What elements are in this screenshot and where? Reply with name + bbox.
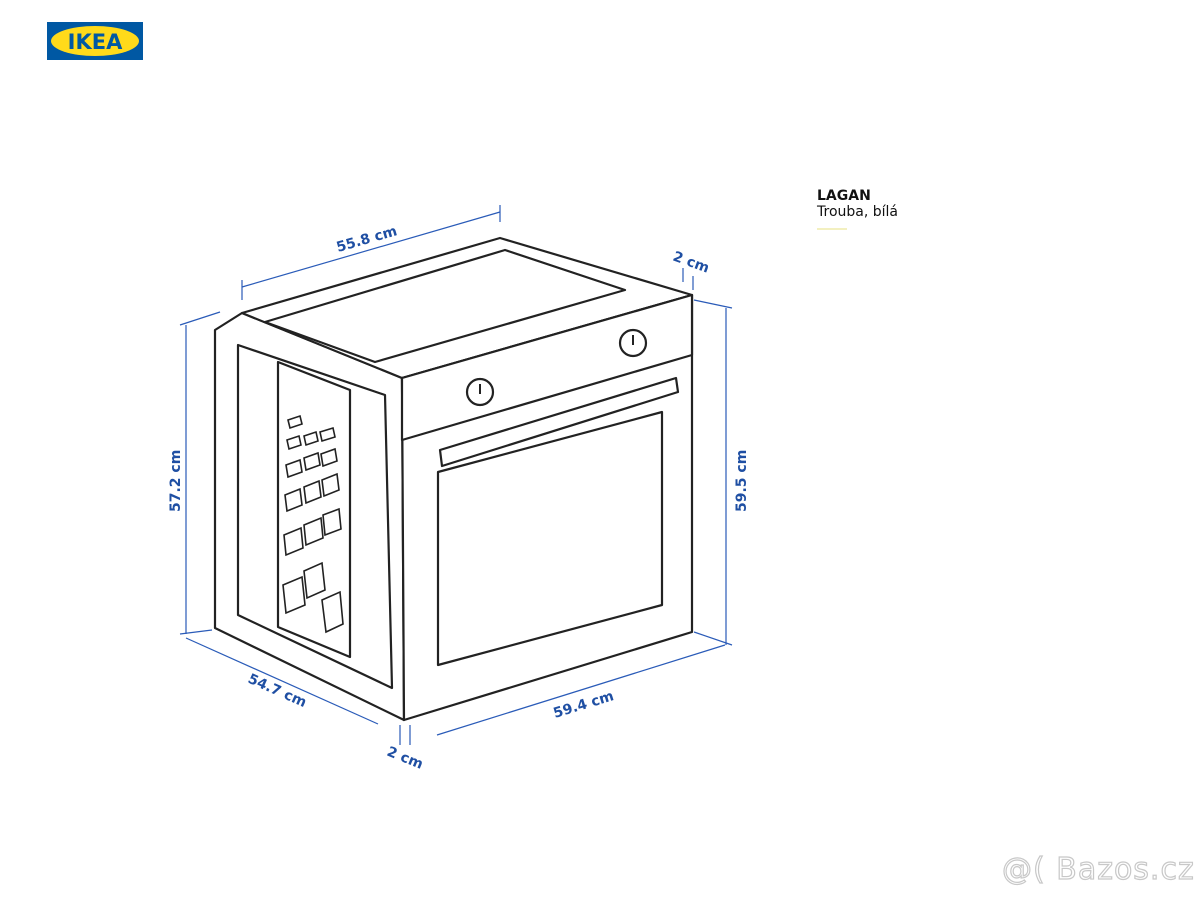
dim-door-offset-bottom: 2 cm bbox=[385, 744, 426, 773]
product-info: LAGAN Trouba, bílá bbox=[817, 188, 898, 230]
dim-front-height: 59.5 cm bbox=[734, 450, 750, 512]
dimension-lines bbox=[179, 205, 733, 745]
vent-diamonds bbox=[282, 414, 344, 634]
accent-bar bbox=[817, 228, 847, 230]
door-handle bbox=[438, 376, 680, 468]
dim-side-depth: 54.7 cm bbox=[245, 671, 308, 711]
logo-text: IKEA bbox=[68, 30, 123, 54]
ikea-logo: IKEA bbox=[47, 22, 143, 60]
top-plate bbox=[263, 248, 627, 364]
dim-side-height: 57.2 cm bbox=[168, 450, 184, 512]
dim-front-width: 59.4 cm bbox=[551, 688, 615, 722]
product-description: Trouba, bílá bbox=[817, 204, 898, 220]
dim-door-offset-top: 2 cm bbox=[671, 249, 712, 277]
product-name: LAGAN bbox=[817, 188, 871, 204]
door-window bbox=[436, 410, 664, 667]
watermark: @( Bazos.cz bbox=[1001, 851, 1195, 887]
